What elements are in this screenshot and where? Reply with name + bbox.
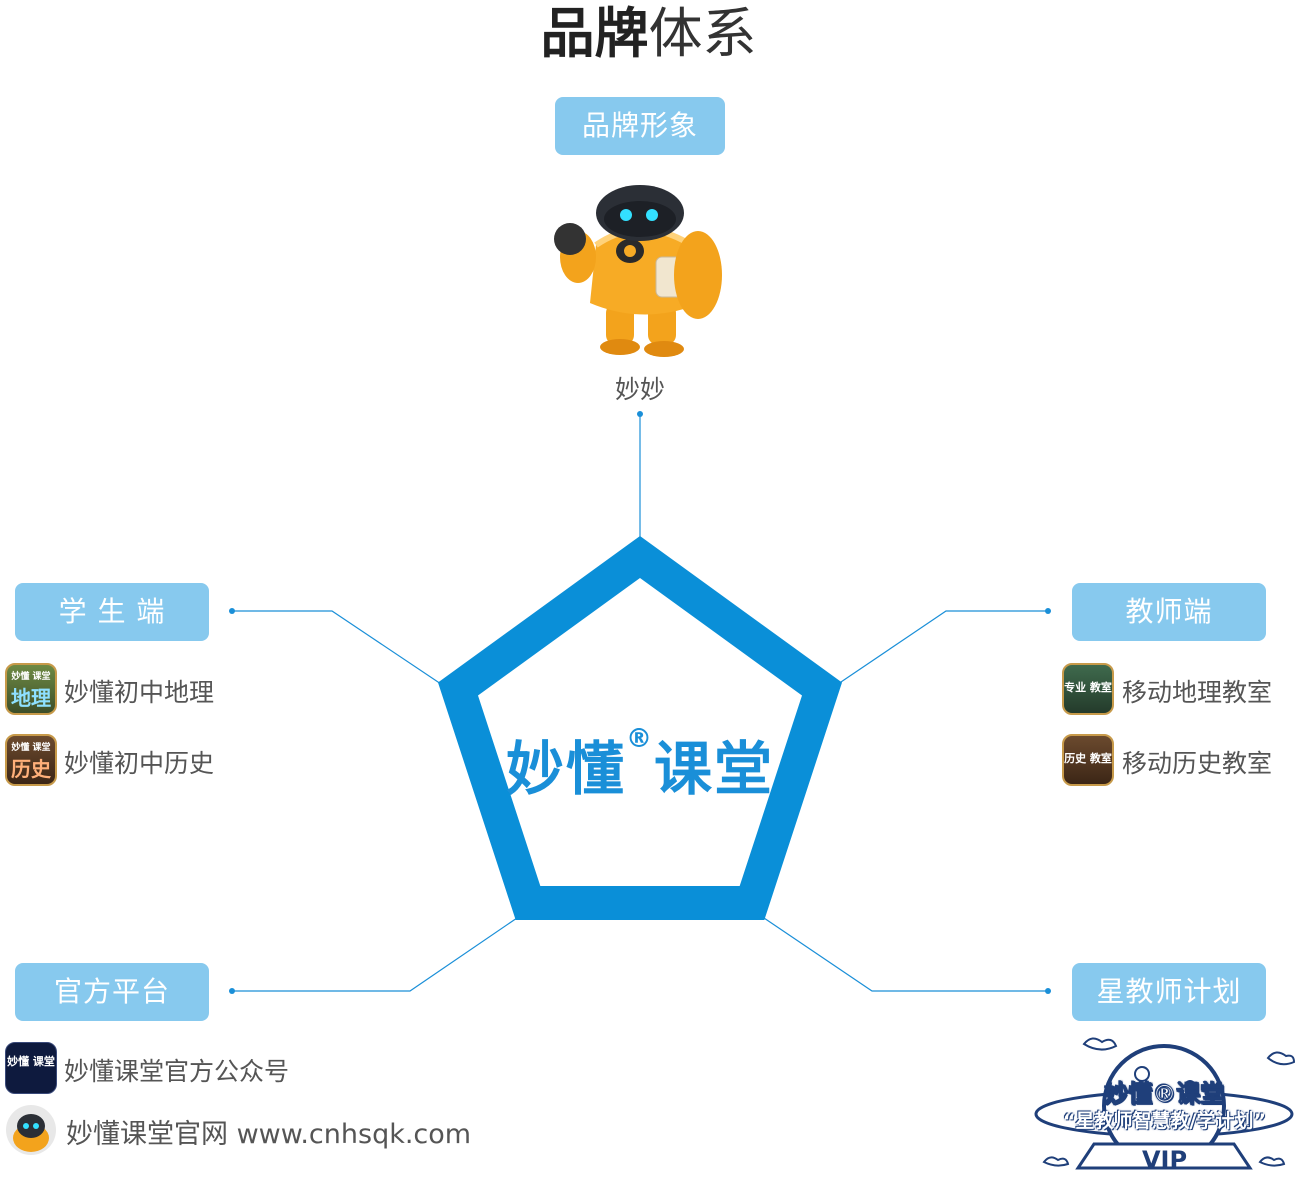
line-star: [763, 917, 1048, 992]
title-bold: 品牌: [540, 2, 649, 65]
center-brand-name: 妙懂®课堂: [440, 722, 840, 806]
title-light: 体系: [648, 2, 757, 65]
center-name-left: 妙懂: [505, 735, 626, 803]
star-logo-vip: VIP: [1141, 1146, 1188, 1174]
star-logo-line1: 妙懂®课堂: [1104, 1080, 1225, 1109]
wechat-official-account-icon[interactable]: 妙懂 课堂: [5, 1042, 57, 1094]
dot-star: [1045, 988, 1051, 994]
line-student: [232, 610, 442, 685]
registered-mark: ®: [626, 724, 654, 754]
dot-brand: [637, 411, 643, 417]
line-teacher: [837, 610, 1048, 685]
student-app-geography[interactable]: 妙懂初中地理: [64, 678, 215, 707]
teacher-app-geography[interactable]: 移动地理教室: [1122, 678, 1273, 707]
student-app-history[interactable]: 妙懂初中历史: [64, 749, 215, 778]
line-official: [232, 917, 518, 992]
star-logo-line2: “星教师智慧教/学计划”: [1063, 1110, 1266, 1132]
page-title: 品牌体系: [0, 2, 1297, 66]
official-website-label[interactable]: 妙懂课堂官网 www.cnhsqk.com: [66, 1119, 472, 1150]
mobile-history-classroom-icon[interactable]: 历史 教室: [1062, 734, 1114, 786]
official-tag: 官方平台: [15, 963, 209, 1021]
center-pentagon: [437, 535, 843, 920]
mascot-name: 妙妙: [614, 375, 665, 404]
star-teacher-logo-graphic: [1034, 1037, 1296, 1170]
star-teacher-logo: 妙懂®课堂 “星教师智慧教/学计划” VIP: [1032, 1034, 1297, 1180]
official-account-label[interactable]: 妙懂课堂官方公众号: [64, 1057, 290, 1086]
teacher-tag: 教师端: [1072, 583, 1266, 641]
teacher-app-history[interactable]: 移动历史教室: [1122, 749, 1273, 778]
geography-app-icon[interactable]: 妙懂 课堂 地理: [5, 663, 57, 715]
center-name-right: 课堂: [654, 735, 775, 803]
mascot-robot-icon: [554, 185, 722, 357]
dot-student: [229, 608, 235, 614]
student-tag: 学 生 端: [15, 583, 209, 641]
mobile-geography-classroom-icon[interactable]: 专业 教室: [1062, 663, 1114, 715]
website-robot-icon[interactable]: [5, 1104, 57, 1156]
dot-official: [229, 988, 235, 994]
star-teacher-tag: 星教师计划: [1072, 963, 1266, 1021]
brand-image-tag: 品牌形象: [555, 97, 725, 155]
history-app-icon[interactable]: 妙懂 课堂 历史: [5, 734, 57, 786]
dot-teacher: [1045, 608, 1051, 614]
